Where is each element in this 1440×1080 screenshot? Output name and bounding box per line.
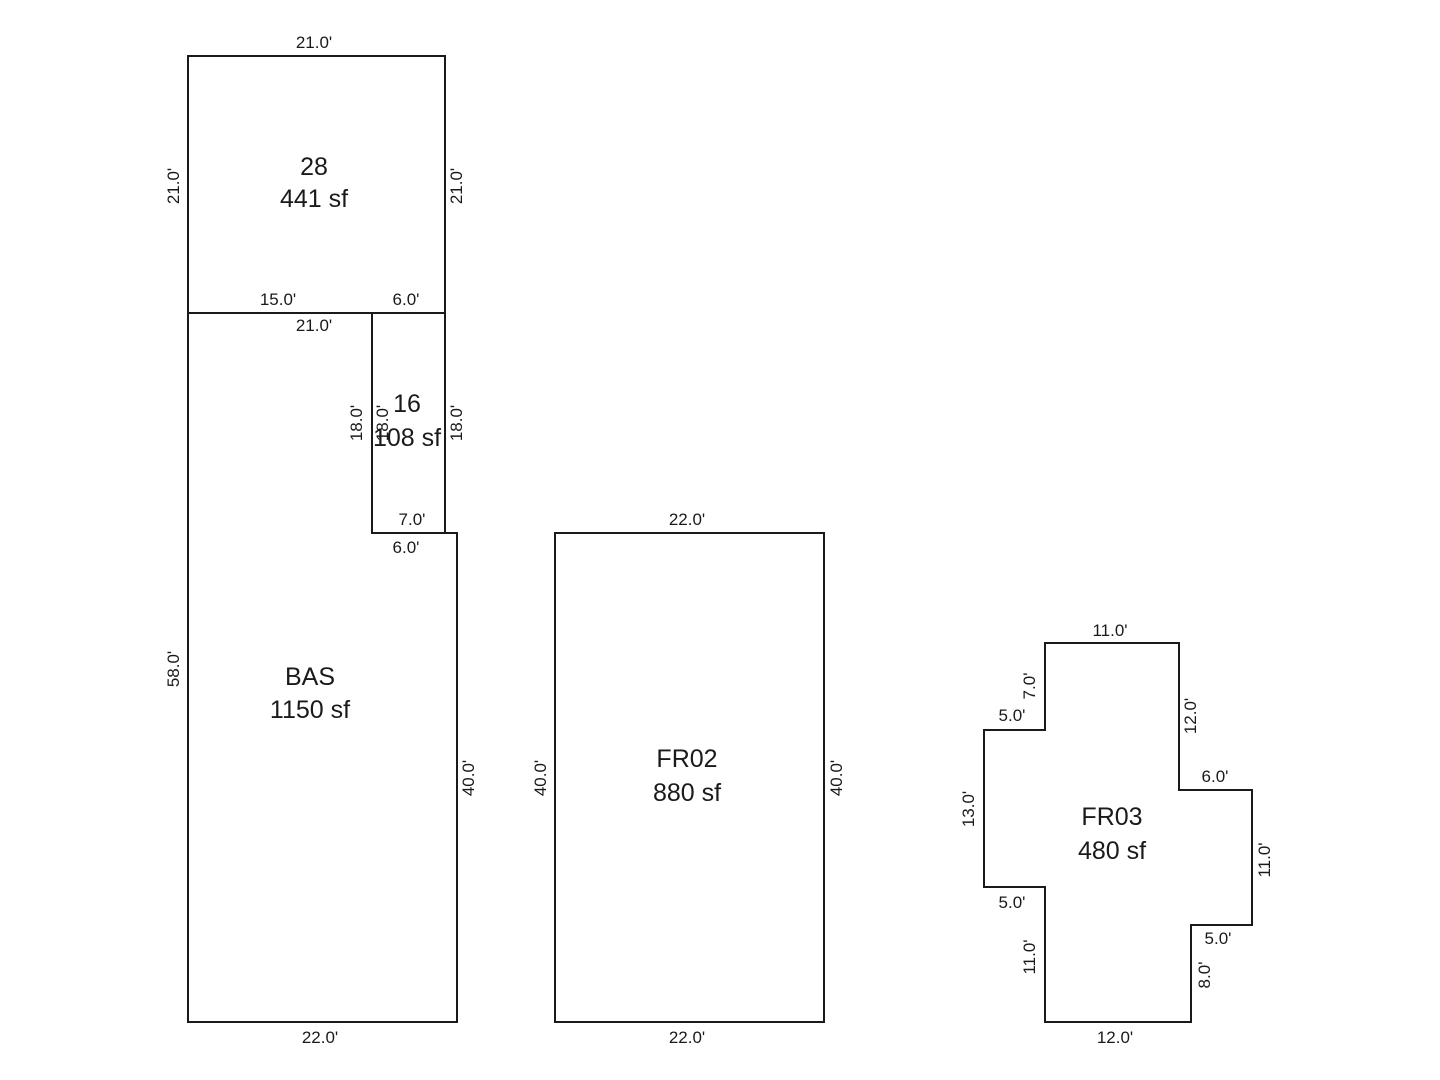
area-28-dim-left: 21.0' <box>164 168 183 204</box>
area-fr03-code: FR03 <box>1081 803 1142 831</box>
area-16: 16 108 sf 18.0' 18.0' 18.0' 7.0' <box>347 312 466 534</box>
area-28-outline <box>187 55 446 314</box>
area-fr03-dim-bottom: 12.0' <box>1097 1028 1133 1047</box>
area-16-dim-inner-left: 18.0' <box>373 405 392 441</box>
area-fr02-area: 880 sf <box>653 779 721 807</box>
area-bas-outline <box>187 313 458 1023</box>
area-fr03-dim-lower-left-step: 5.0' <box>999 893 1026 912</box>
area-fr03-dim-lower-left-drop: 11.0' <box>1020 939 1039 974</box>
area-16-outline <box>371 312 446 534</box>
area-bas-dim-left: 58.0' <box>164 651 183 687</box>
area-28-code: 28 <box>300 153 328 181</box>
area-28-dim-top: 21.0' <box>296 33 332 52</box>
area-fr02-outline <box>554 532 825 1023</box>
area-bas-dim-top: 21.0' <box>296 316 332 335</box>
area-bas-dim-notch: 6.0' <box>393 538 420 557</box>
area-fr03-dim-right-lower: 11.0' <box>1255 842 1274 877</box>
area-fr02-dim-bottom: 22.0' <box>669 1028 705 1047</box>
area-fr03-dim-right-upper: 12.0' <box>1181 698 1200 734</box>
area-fr03-dim-right-step: 6.0' <box>1202 767 1229 786</box>
area-16-dim-left: 18.0' <box>347 405 366 441</box>
area-28-dim-bottom-right: 6.0' <box>393 290 420 309</box>
area-bas: BAS 1150 sf 21.0' 58.0' 6.0' 40.0' 22.0' <box>164 313 478 1047</box>
area-fr03-dim-top: 11.0' <box>1092 621 1127 640</box>
area-fr03-dim-upper-left-rise: 7.0' <box>1020 673 1039 700</box>
area-16-area: 108 sf <box>373 424 441 452</box>
area-28-dim-right: 21.0' <box>447 168 466 204</box>
area-16-dim-bottom: 7.0' <box>399 510 426 529</box>
area-16-dim-right: 18.0' <box>447 405 466 441</box>
area-fr03-dim-left: 13.0' <box>959 791 978 827</box>
area-28: 28 441 sf 21.0' 21.0' 21.0' 15.0' 6.0' <box>164 33 466 314</box>
area-fr02-dim-top: 22.0' <box>669 510 705 529</box>
area-fr02-dim-left: 40.0' <box>531 760 550 796</box>
area-28-dim-bottom-left: 15.0' <box>260 290 296 309</box>
area-28-area: 441 sf <box>280 185 348 213</box>
area-fr03-outline <box>983 642 1253 1023</box>
area-16-code: 16 <box>393 390 421 418</box>
area-fr03-dim-lower-right-step: 5.0' <box>1205 929 1232 948</box>
area-fr02-code: FR02 <box>656 745 717 773</box>
area-bas-area: 1150 sf <box>270 696 350 724</box>
area-bas-dim-right: 40.0' <box>459 760 478 796</box>
area-fr02: FR02 880 sf 22.0' 40.0' 40.0' 22.0' <box>531 510 846 1047</box>
area-bas-dim-bottom: 22.0' <box>302 1028 338 1047</box>
area-fr03-dim-lower-right-drop: 8.0' <box>1195 962 1214 989</box>
area-fr03-area: 480 sf <box>1078 837 1146 865</box>
area-bas-code: BAS <box>285 663 335 691</box>
area-fr03-dim-upper-left-step: 5.0' <box>999 706 1026 725</box>
area-fr02-dim-right: 40.0' <box>827 760 846 796</box>
area-fr03: FR03 480 sf 11.0' 5.0' 7.0' 12.0' 6.0' 1… <box>959 621 1274 1047</box>
